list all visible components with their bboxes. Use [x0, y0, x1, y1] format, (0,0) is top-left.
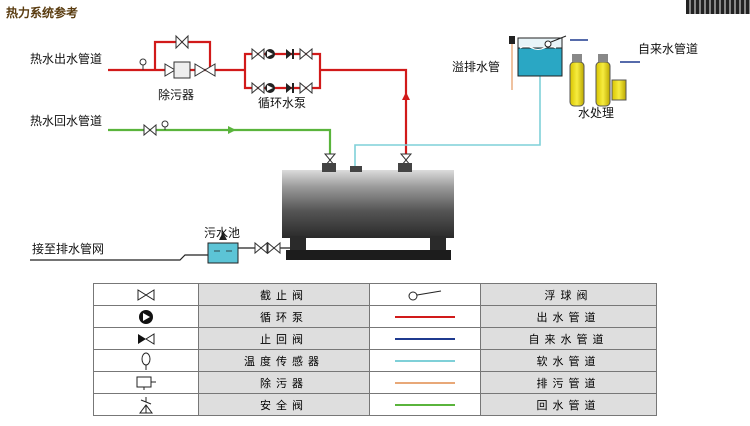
legend-row: 除污器 排污管道	[93, 371, 657, 394]
flow-arrow-up	[402, 92, 410, 100]
desludger-icon	[136, 376, 156, 390]
float-valve-icon	[544, 35, 567, 48]
legend-symbol	[369, 349, 481, 372]
temperature-sensor-icon	[161, 120, 169, 130]
legend-label: 软水管道	[480, 349, 657, 372]
sewage-pool	[207, 232, 239, 264]
legend-label: 截止阀	[198, 283, 370, 306]
label-desludger: 除污器	[158, 88, 195, 102]
legend-symbol	[93, 371, 199, 394]
label-overflow: 溢排水管	[452, 60, 501, 74]
flow-arrow-right	[228, 126, 236, 134]
boiler	[282, 163, 454, 260]
label-sewage-pool: 污水池	[204, 226, 241, 240]
legend-row: 安全阀 回水管道	[93, 393, 657, 416]
legend-label: 自来水管道	[480, 327, 657, 350]
soft-water-pipe	[354, 74, 548, 172]
decorative-bar	[686, 0, 750, 14]
legend-symbol	[369, 283, 481, 306]
legend-symbol	[369, 327, 481, 350]
float-valve-icon	[408, 290, 442, 300]
label-water-treatment: 水处理	[578, 106, 615, 120]
soft-water-tank	[517, 37, 563, 77]
desludger-icon	[173, 61, 191, 79]
gate-valve-icon	[143, 123, 157, 137]
legend-symbol	[93, 305, 199, 328]
drain-pipe-line	[395, 381, 455, 384]
tap-water-line	[395, 337, 455, 340]
legend-table: 截止阀 浮球阀 循环泵 出水管道 止回阀 自来水管道	[93, 283, 657, 416]
temperature-sensor-icon	[141, 352, 151, 370]
safety-valve-icon	[139, 396, 153, 413]
label-drain-network: 接至排水管网	[32, 242, 105, 256]
legend-symbol	[93, 393, 199, 416]
label-tap-water: 自来水管道	[638, 42, 699, 56]
legend-label: 安全阀	[198, 393, 370, 416]
legend-label: 温度传感器	[198, 349, 370, 372]
legend-row: 截止阀 浮球阀	[93, 283, 657, 306]
outlet-pipe-network	[108, 40, 408, 158]
temperature-sensor-icon	[139, 58, 147, 70]
circulation-pump-icon	[265, 49, 275, 93]
circulation-pump-icon	[139, 309, 153, 324]
gate-valve-icon	[254, 241, 281, 255]
legend-row: 温度传感器 软水管道	[93, 349, 657, 372]
legend-label: 除污器	[198, 371, 370, 394]
tap-water-pipe	[570, 39, 640, 63]
legend-symbol	[93, 283, 199, 306]
overflow-marker	[509, 36, 515, 44]
legend-row: 止回阀 自来水管道	[93, 327, 657, 350]
legend-label: 出水管道	[480, 305, 657, 328]
legend-symbol	[369, 371, 481, 394]
legend-label: 循环泵	[198, 305, 370, 328]
label-hot-outlet: 热水出水管道	[30, 52, 103, 66]
legend-symbol	[93, 349, 199, 372]
check-valve-icon	[138, 332, 155, 345]
legend-label: 排污管道	[480, 371, 657, 394]
legend-row: 循环泵 出水管道	[93, 305, 657, 328]
check-valve-icon	[286, 49, 294, 93]
legend-symbol	[369, 305, 481, 328]
label-hot-return: 热水回水管道	[30, 114, 103, 128]
water-treatment-unit	[569, 54, 627, 107]
legend-symbol	[369, 393, 481, 416]
label-pump: 循环水泵	[258, 96, 307, 110]
page-title: 热力系统参考	[6, 6, 79, 20]
gate-valve-icon	[251, 47, 313, 95]
return-pipe-line	[395, 403, 455, 406]
gate-valve-icon	[137, 288, 155, 301]
legend-label: 浮球阀	[480, 283, 657, 306]
soft-water-line	[395, 359, 455, 362]
legend-label: 止回阀	[198, 327, 370, 350]
legend-label: 回水管道	[480, 393, 657, 416]
outlet-pipe-line	[395, 315, 455, 318]
return-pipe-network	[108, 128, 332, 160]
legend-symbol	[93, 327, 199, 350]
